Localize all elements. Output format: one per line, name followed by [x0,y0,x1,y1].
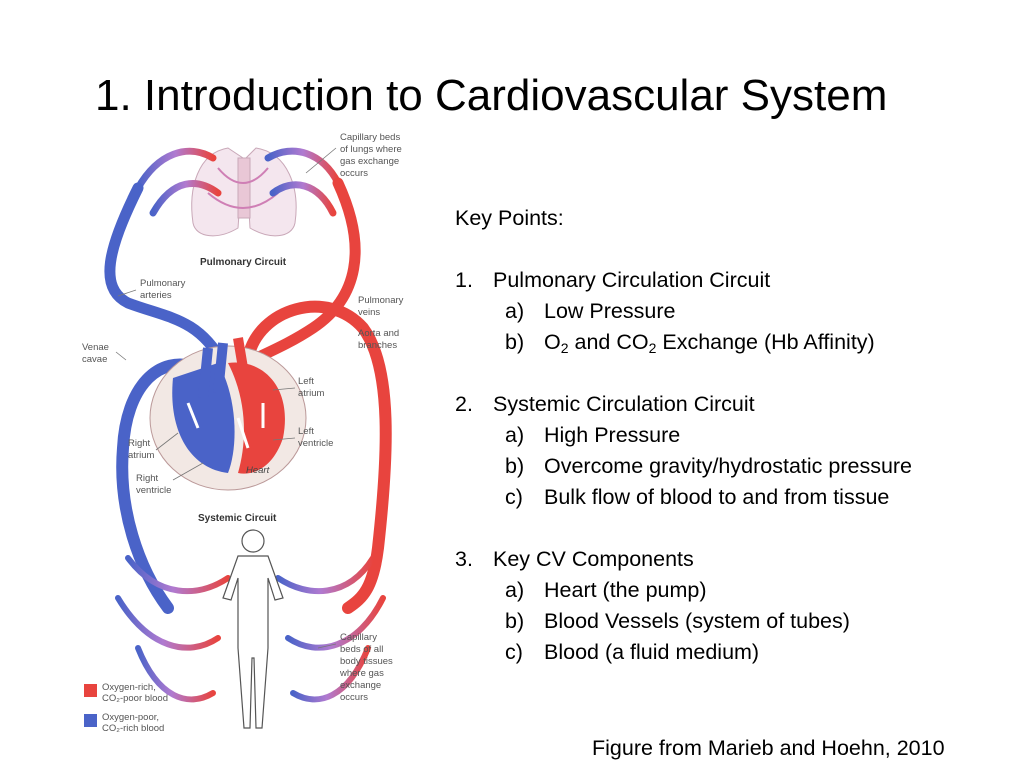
item-text: Blood (a fluid medium) [544,640,760,664]
label-pulmonary-veins-1: Pulmonary [358,295,404,306]
lungs-shape [191,147,297,237]
section-title: Pulmonary Circulation Circuit [493,268,771,292]
section-title: Systemic Circulation Circuit [493,392,755,416]
aorta-arch [242,300,392,614]
pulmonary-artery-left [104,182,229,369]
label-capillary-lungs-4: occurs [340,168,368,179]
label-left-ventricle-2: ventricle [298,438,333,449]
label-capillary-lungs-3: gas exchange [340,156,399,167]
label-right-atrium-2: atrium [128,450,154,461]
item-text: High Pressure [544,423,681,447]
label-capillary-body-4: where gas [339,668,384,679]
legend-oxygen-rich-1: Oxygen-rich, [102,682,156,693]
legend-oxygen-poor-2: CO₂-rich blood [102,723,164,734]
section-number: 2. [455,392,473,416]
venae-cavae [116,358,204,614]
label-venae-cavae-2: cavae [82,354,107,365]
label-pulmonary-arteries-2: arteries [140,290,172,301]
label-systemic-circuit: Systemic Circuit [198,513,277,524]
circulation-diagram: Capillary beds of lungs where gas exchan… [78,128,438,740]
item-letter: a) [505,423,525,447]
label-capillary-body-2: beds of all [340,644,383,655]
label-left-atrium-1: Left [298,376,314,387]
legend-oxygen-poor-1: Oxygen-poor, [102,712,159,723]
section-number: 1. [455,268,473,292]
label-aorta-1: Aorta and [358,328,399,339]
label-left-atrium-2: atrium [298,388,324,399]
legend-swatch-oxygen-rich [84,684,97,697]
section-components: 3. Key CV Components a) Heart (the pump) b… [455,544,1015,668]
label-pulmonary-arteries-1: Pulmonary [140,278,186,289]
label-pulmonary-veins-2: veins [358,307,380,318]
item-letter: c) [505,485,523,509]
item-letter: c) [505,640,523,664]
legend-swatch-oxygen-poor [84,714,97,727]
figure-caption: Figure from Marieb and Hoehn, 2010 [592,736,945,760]
item-letter: a) [505,578,525,602]
label-right-ventricle-1: Right [136,473,159,484]
item-letter: b) [505,609,525,633]
item-text: Heart (the pump) [544,578,707,602]
item-text: Bulk flow of blood to and from tissue [544,485,890,509]
label-capillary-body-3: body tissues [340,656,393,667]
item-text: Low Pressure [544,299,676,323]
label-left-ventricle-1: Left [298,426,314,437]
section-systemic: 2. Systemic Circulation Circuit a) High Pr… [455,389,1015,513]
label-capillary-body-5: exchange [340,680,381,691]
item-letter: b) [505,330,525,354]
label-capillary-lungs-2: of lungs where [340,144,402,155]
slide-title: 1. Introduction to Cardiovascular System [95,71,888,120]
label-pulmonary-circuit: Pulmonary Circuit [200,257,287,268]
label-aorta-2: branches [358,340,397,351]
legend-oxygen-rich-2: CO₂-poor blood [102,693,168,704]
item-text-exchange: O2 and CO2 Exchange (Hb Affinity) [544,330,875,356]
label-capillary-lungs-1: Capillary beds [340,132,400,143]
item-text: Overcome gravity/hydrostatic pressure [544,454,913,478]
label-venae-cavae-1: Venae [82,342,109,353]
item-letter: b) [505,454,525,478]
systemic-capillary-network [115,555,386,703]
section-pulmonary: 1. Pulmonary Circulation Circuit a) Low Pr… [455,265,1015,358]
circulation-svg: Capillary beds of lungs where gas exchan… [82,132,404,734]
item-text: Blood Vessels (system of tubes) [544,609,850,633]
label-right-atrium-1: Right [128,438,151,449]
label-heart: Heart [246,465,270,476]
label-capillary-body-6: occurs [340,692,368,703]
item-letter: a) [505,299,525,323]
section-number: 3. [455,547,473,571]
heart-shape [149,337,307,491]
key-points-panel: Key Points: 1. Pulmonary Circulation Circ… [455,203,1015,699]
section-title: Key CV Components [493,547,694,571]
pulmonary-capillary-network [134,147,342,217]
key-points-header: Key Points: [455,206,564,230]
label-right-ventricle-2: ventricle [136,485,171,496]
label-capillary-body-1: Capillary [340,632,377,643]
human-body-silhouette [222,529,284,729]
